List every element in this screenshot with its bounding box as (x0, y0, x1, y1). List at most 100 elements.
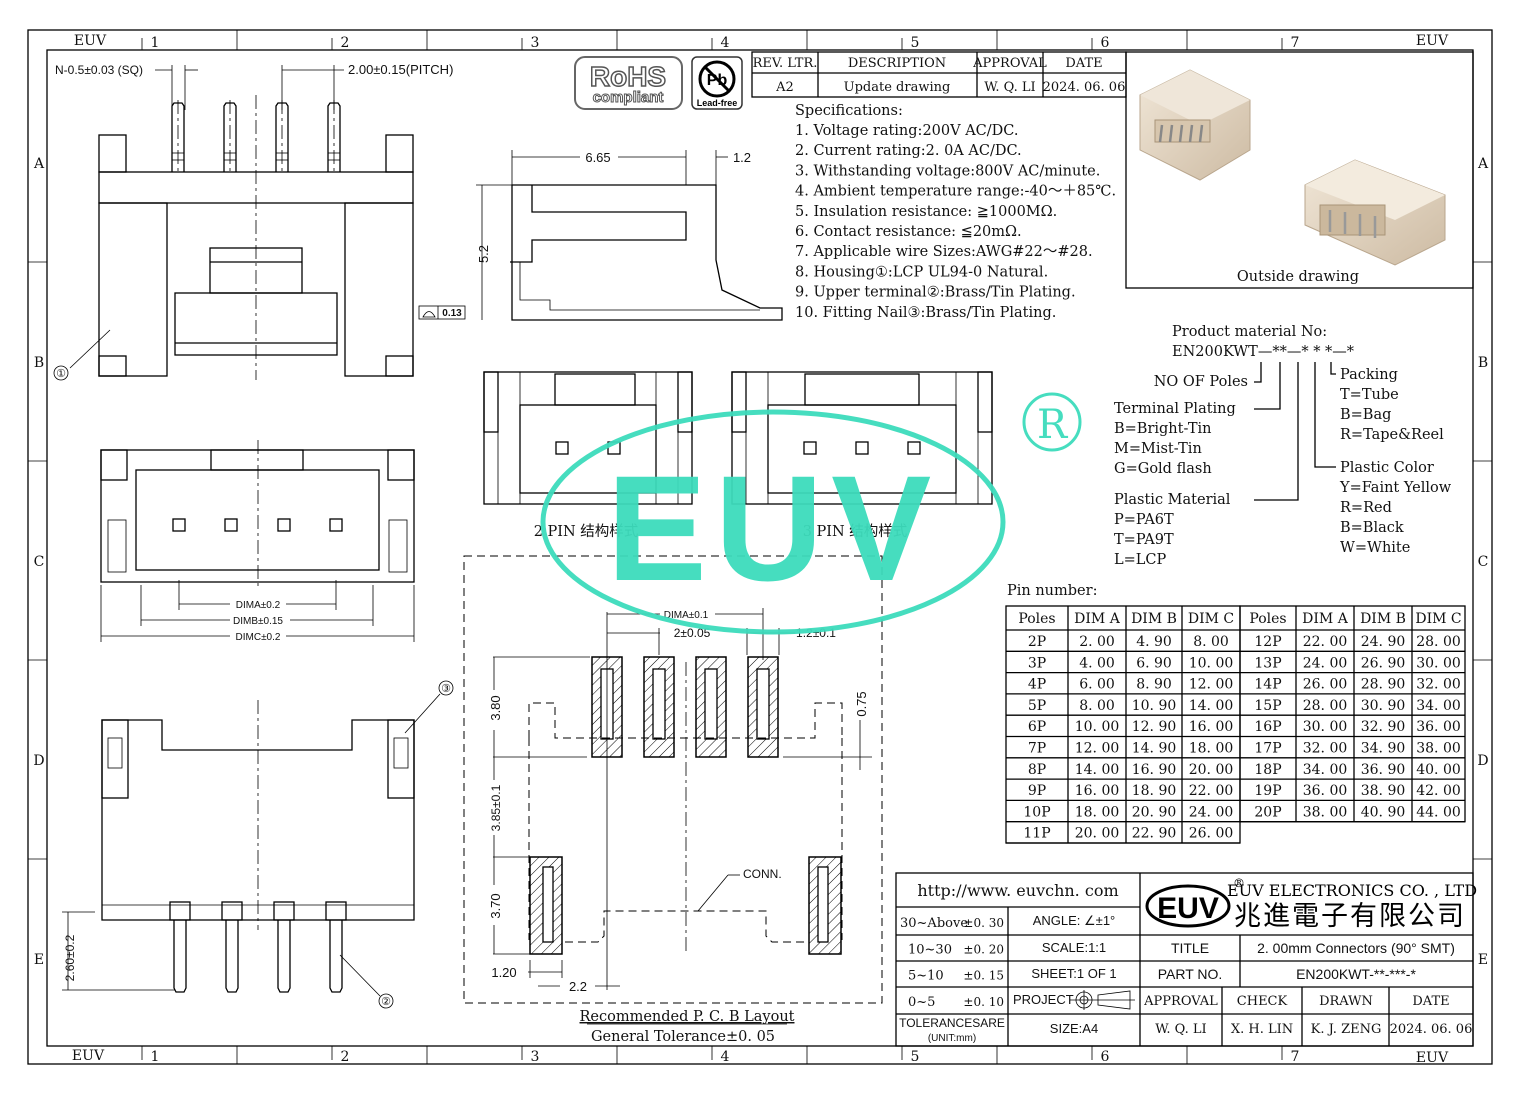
company-name-cn: 兆進電子有限公司 (1234, 901, 1466, 932)
pin-table-cell: 30. 00 (1303, 719, 1348, 735)
pin-table-cell: 4P (1028, 677, 1046, 693)
pin-table-cell: 38. 90 (1361, 783, 1406, 799)
pin-table-cell: 10. 00 (1075, 719, 1120, 735)
zone-column-bottom: 2 (341, 1049, 350, 1065)
callout-nail: ③ (441, 683, 451, 695)
zone-row-right: A (1477, 156, 1489, 172)
zone-row-right: D (1477, 753, 1488, 769)
frame-brand-br: EUV (1416, 1050, 1449, 1066)
spec-item: 5. Insulation resistance: ≧1000MΩ. (795, 204, 1057, 220)
front-view: DIMA±0.2 DIMB±0.15 DIMC±0.2 (100, 440, 415, 643)
projection-label: PROJECT (1013, 992, 1074, 1007)
terminal-plating-option: M=Mist-Tin (1114, 441, 1202, 457)
spec-item: 3. Withstanding voltage:800V AC/minute. (795, 163, 1100, 179)
plastic-material-option: L=LCP (1114, 552, 1167, 568)
callout-housing: ① (56, 368, 66, 380)
pin-table-header: Poles (1249, 611, 1286, 627)
product-code: Product material No: EN200KWT—**—* * *—*… (1114, 324, 1452, 568)
spec-item: 9. Upper terminal②:Brass/Tin Plating. (795, 285, 1076, 301)
revision-header: DATE (1065, 56, 1102, 71)
pin-table-cell: 36. 00 (1303, 783, 1348, 799)
rohs-compliant-text: compliant (593, 89, 664, 106)
tolerance-value: ±0. 20 (963, 942, 1004, 956)
spec-item: 1. Voltage rating:200V AC/DC. (795, 123, 1018, 139)
pin-table-cell: 14. 00 (1189, 698, 1234, 714)
zone-column-top: 6 (1101, 35, 1110, 51)
plastic-color-option: Y=Faint Yellow (1339, 480, 1452, 496)
pin-table-cell: 26. 00 (1303, 677, 1348, 693)
zone-row-right: B (1478, 355, 1488, 371)
pin-table-cell: 4. 00 (1079, 655, 1115, 671)
pin-table-cell: 12. 00 (1075, 741, 1120, 757)
pin-table-cell: 30. 90 (1361, 698, 1406, 714)
connector-photo-back (1304, 159, 1446, 266)
packing-option: T=Tube (1340, 387, 1399, 403)
zone-row-right: E (1478, 952, 1488, 968)
sheet: SHEET:1 OF 1 (1031, 966, 1116, 981)
sign-value: K. J. ZENG (1311, 1022, 1382, 1037)
tolerance-range: 0~5 (908, 995, 935, 1010)
euv-watermark: EUV R (540, 392, 1082, 635)
pin-table-cell: 12. 00 (1189, 677, 1234, 693)
pin-table-header: DIM A (1074, 611, 1121, 627)
three-pin-view: 3 PIN 结构样式 (731, 371, 993, 540)
pin-table-cell: 6. 00 (1079, 677, 1115, 693)
plastic-color-option: R=Red (1340, 500, 1392, 516)
angle-tolerance: ANGLE: ∠±1° (1033, 913, 1116, 928)
spec-item: 8. Housing①:LCP UL94-0 Natural. (795, 264, 1048, 280)
zone-column-bottom: 3 (531, 1049, 540, 1065)
tolerance-value: ±0. 15 (963, 969, 1004, 983)
tolerance-range: 30~Above (900, 916, 968, 931)
company-logo: EUV (1157, 892, 1219, 925)
pcb-pad-length-dim: 3.80 (488, 695, 503, 720)
revision-cell: A2 (775, 80, 794, 95)
pin-table-cell: 26. 90 (1361, 655, 1406, 671)
packing-option: B=Bag (1340, 407, 1391, 423)
pin-table-cell: 5P (1028, 698, 1046, 714)
pin-table-cell: 11P (1023, 826, 1050, 842)
frame-brand-bl: EUV (72, 1048, 105, 1064)
part-no-value: EN200KWT-**-***-* (1296, 966, 1416, 982)
tolerance-value: ±0. 30 (963, 916, 1004, 930)
pin-table-cell: 2. 00 (1079, 634, 1115, 650)
pin-table-cell: 8. 90 (1136, 677, 1172, 693)
pcb-layout-title: Recommended P. C. B Layout (580, 1009, 795, 1025)
pin-table-cell: 13P (1254, 655, 1281, 671)
registered-mark: ® (1233, 876, 1245, 890)
tolerance-value: ±0. 10 (963, 995, 1004, 1009)
pin-table-cell: 7P (1028, 741, 1046, 757)
pin-table-cell: 42. 00 (1416, 783, 1461, 799)
pin-table-cell: 3P (1028, 655, 1046, 671)
terminal-plating-title: Terminal Plating (1114, 401, 1236, 417)
pin-table-cell: 8. 00 (1193, 634, 1229, 650)
zone-column-bottom: 4 (721, 1049, 730, 1065)
zone-row-left: E (34, 952, 44, 968)
pin-table-cell: 28. 00 (1303, 698, 1348, 714)
revision-cell: Update drawing (844, 80, 951, 95)
bottom-height-dim: 2.60±0.2 (63, 934, 77, 981)
pin-table-cell: 24. 00 (1189, 804, 1234, 820)
company-url[interactable]: http://www. euvchn. com (917, 881, 1118, 900)
pin-table-cell: 9P (1028, 783, 1046, 799)
front-dim-a: DIMA±0.2 (236, 600, 281, 611)
zone-column-bottom: 1 (151, 1049, 160, 1065)
callout-terminal: ② (381, 996, 391, 1008)
two-pin-view: 2 PIN 结构样式 (483, 371, 693, 540)
pin-table-cell: 6. 90 (1136, 655, 1172, 671)
pcb-nail-length-dim: 3.70 (488, 893, 503, 918)
tolerance-range: 5~10 (908, 969, 944, 984)
three-pin-label: 3 PIN 结构样式 (803, 523, 908, 540)
title-block: http://www. euvchn. com EUV ® EUV ELECTR… (895, 872, 1477, 1047)
pin-table-cell: 8. 00 (1079, 698, 1115, 714)
lead-free-badge: Pb Lead-free (691, 56, 743, 110)
flatness-tolerance: 0.13 (442, 308, 462, 319)
pcb-conn-label: CONN. (743, 867, 782, 881)
plastic-material-title: Plastic Material (1114, 492, 1231, 508)
side-offset-dim: 1.2 (733, 150, 751, 165)
terminal-plating-option: G=Gold flash (1114, 461, 1212, 477)
spec-item: 2. Current rating:2. 0A AC/DC. (795, 143, 1022, 159)
pin-table-cell: 18P (1254, 762, 1281, 778)
